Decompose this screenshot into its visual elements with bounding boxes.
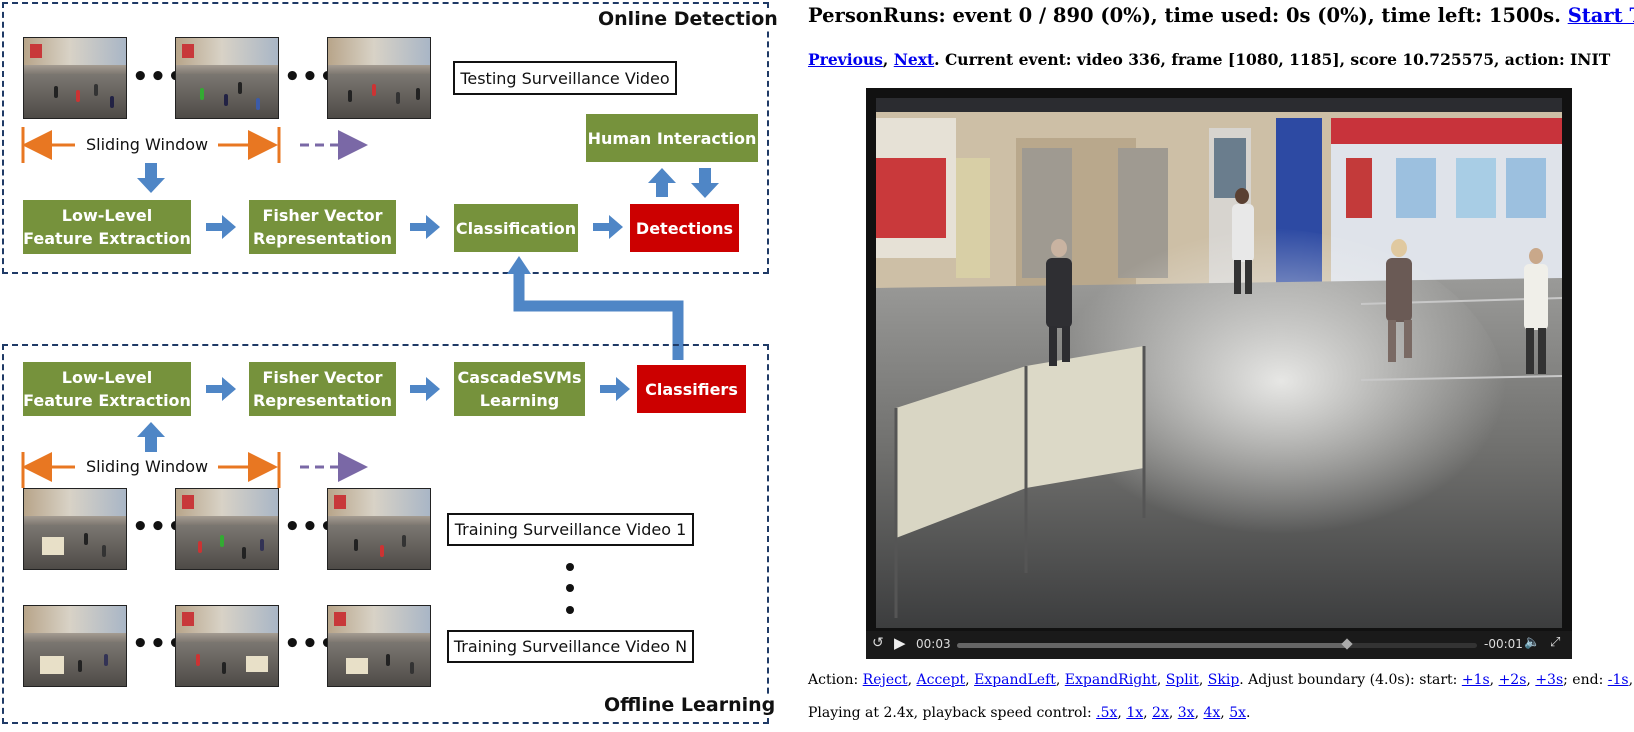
speed-link[interactable]: 4x bbox=[1203, 705, 1221, 721]
vertical-ellipsis-dot bbox=[566, 563, 574, 571]
inline-text: , bbox=[1220, 705, 1230, 721]
cascade-svms-box: CascadeSVMs Learning bbox=[454, 362, 585, 416]
box-line: Fisher Vector bbox=[262, 206, 383, 225]
offline-arrows bbox=[21, 377, 630, 488]
offline-learning-panel bbox=[2, 344, 769, 724]
inline-text: . Adjust boundary (4.0s): start: bbox=[1239, 672, 1462, 688]
inline-text: Playing at 2.4x, playback speed control: bbox=[808, 705, 1097, 721]
inline-text: , bbox=[1526, 672, 1536, 688]
online-arrows bbox=[21, 127, 719, 239]
inline-text: , bbox=[1143, 705, 1153, 721]
action-link[interactable]: ExpandRight bbox=[1064, 672, 1157, 688]
box-line: CascadeSVMs bbox=[457, 368, 582, 387]
speed-link[interactable]: 5x bbox=[1229, 705, 1246, 721]
fisher-vector-box: Fisher Vector Representation bbox=[249, 362, 396, 416]
speed-link[interactable]: 2x bbox=[1152, 705, 1169, 721]
action-link[interactable]: Skip bbox=[1207, 672, 1240, 688]
inline-text: Action: bbox=[808, 672, 863, 688]
start-timer-link[interactable]: Start Timer bbox=[1567, 4, 1634, 27]
video-frame-thumbnail bbox=[327, 605, 431, 687]
play-icon[interactable]: ▶ bbox=[894, 634, 906, 652]
player-controls: ↺ ▶ 00:03 -00:01 🔈 ⤢ bbox=[866, 631, 1572, 659]
box-line: Representation bbox=[252, 391, 393, 410]
adjust-start-link[interactable]: +1s bbox=[1461, 672, 1490, 688]
classifiers-box: Classifiers bbox=[637, 365, 746, 413]
inline-text: , bbox=[1168, 705, 1178, 721]
offline-learning-title: Offline Learning bbox=[600, 694, 780, 716]
adjust-start-link[interactable]: +3s bbox=[1535, 672, 1564, 688]
testing-video-label: Testing Surveillance Video bbox=[453, 61, 677, 95]
training-video-1-label: Training Surveillance Video 1 bbox=[447, 513, 694, 546]
nav-separator: , bbox=[882, 50, 889, 69]
low-level-feature-box: Low-Level Feature Extraction bbox=[23, 362, 191, 416]
status-header: PersonRuns: event 0 / 890 (0%), time use… bbox=[808, 4, 1634, 27]
vertical-ellipsis-dot bbox=[566, 584, 574, 592]
status-text: PersonRuns: event 0 / 890 (0%), time use… bbox=[808, 4, 1561, 27]
vertical-ellipsis-dot bbox=[566, 606, 574, 614]
inline-text: , bbox=[907, 672, 917, 688]
video-frame-thumbnail bbox=[175, 488, 279, 570]
action-line: Action: Reject, Accept, ExpandLeft, Expa… bbox=[808, 672, 1634, 688]
sliding-window-label: Sliding Window bbox=[80, 135, 215, 154]
event-navigation: Previous, Next. Current event: video 336… bbox=[808, 50, 1610, 69]
inline-text: , bbox=[1117, 705, 1127, 721]
speed-line: Playing at 2.4x, playback speed control:… bbox=[808, 705, 1250, 721]
speed-link[interactable]: 1x bbox=[1126, 705, 1144, 721]
inline-text: , bbox=[1628, 672, 1634, 688]
remaining-time: -00:01 bbox=[1484, 637, 1523, 651]
action-link[interactable]: Reject bbox=[862, 672, 908, 688]
adjust-start-link[interactable]: +2s bbox=[1498, 672, 1527, 688]
box-line: Low-Level bbox=[61, 368, 153, 387]
speed-link[interactable]: 3x bbox=[1177, 705, 1195, 721]
next-link[interactable]: Next bbox=[893, 50, 935, 69]
action-link[interactable]: Split bbox=[1165, 672, 1199, 688]
inline-text: , bbox=[965, 672, 975, 688]
box-line: Feature Extraction bbox=[23, 229, 191, 248]
fisher-vector-box: Fisher Vector Representation bbox=[249, 200, 396, 254]
fullscreen-icon[interactable]: ⤢ bbox=[1550, 635, 1561, 650]
training-video-n-label: Training Surveillance Video N bbox=[447, 630, 694, 663]
volume-icon[interactable]: 🔈 bbox=[1524, 635, 1541, 650]
box-line: Learning bbox=[479, 391, 560, 410]
video-frame-thumbnail bbox=[175, 37, 279, 119]
inline-text: . bbox=[1246, 705, 1251, 721]
action-link[interactable]: Accept bbox=[916, 672, 966, 688]
seek-bar-fill bbox=[957, 643, 1347, 648]
online-detection-panel bbox=[2, 2, 769, 274]
inline-text: , bbox=[1156, 672, 1166, 688]
speed-link[interactable]: .5x bbox=[1096, 705, 1118, 721]
box-line: Representation bbox=[252, 229, 393, 248]
video-player[interactable]: ↺ ▶ 00:03 -00:01 🔈 ⤢ bbox=[866, 88, 1572, 659]
previous-link[interactable]: Previous bbox=[808, 50, 883, 69]
inline-text: , bbox=[1194, 705, 1204, 721]
inline-text: , bbox=[1198, 672, 1208, 688]
box-line: Feature Extraction bbox=[23, 391, 191, 410]
detections-box: Detections bbox=[630, 204, 739, 252]
video-frame-thumbnail bbox=[23, 37, 127, 119]
classifier-connector-arrow bbox=[507, 256, 684, 360]
inline-text: , bbox=[1489, 672, 1499, 688]
video-frame-thumbnail bbox=[23, 605, 127, 687]
box-line: Fisher Vector bbox=[262, 368, 383, 387]
video-frame[interactable] bbox=[876, 98, 1562, 628]
video-frame-thumbnail bbox=[175, 605, 279, 687]
online-detection-title: Online Detection bbox=[594, 8, 782, 30]
video-frame-thumbnail bbox=[327, 488, 431, 570]
video-frame-thumbnail bbox=[23, 488, 127, 570]
elapsed-time: 00:03 bbox=[916, 637, 951, 651]
human-interaction-box: Human Interaction bbox=[586, 114, 758, 162]
sliding-window-label: Sliding Window bbox=[80, 457, 215, 476]
replay-icon[interactable]: ↺ bbox=[872, 635, 884, 651]
surveillance-scene bbox=[876, 98, 1562, 628]
adjust-end-link[interactable]: -1s bbox=[1607, 672, 1629, 688]
box-line: Low-Level bbox=[61, 206, 153, 225]
inline-text: ; end: bbox=[1563, 672, 1608, 688]
current-event-info: . Current event: video 336, frame [1080,… bbox=[934, 50, 1611, 69]
action-link[interactable]: ExpandLeft bbox=[974, 672, 1056, 688]
seek-bar[interactable] bbox=[957, 638, 1477, 650]
low-level-feature-box: Low-Level Feature Extraction bbox=[23, 200, 191, 254]
inline-text: , bbox=[1055, 672, 1065, 688]
video-frame-thumbnail bbox=[327, 37, 431, 119]
classification-box: Classification bbox=[454, 204, 578, 252]
